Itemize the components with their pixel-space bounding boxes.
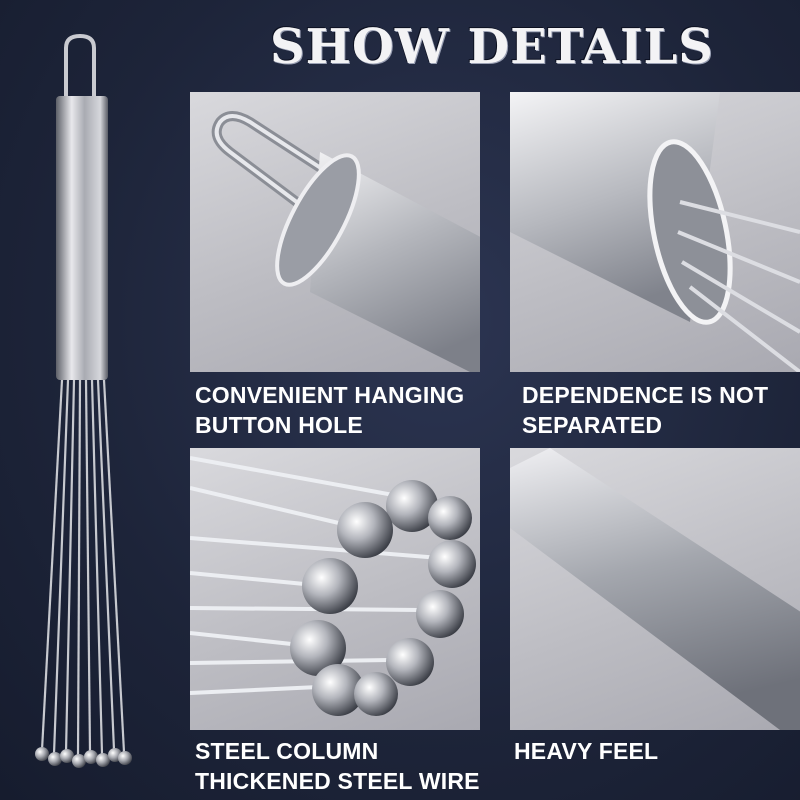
caption-hanging-hole: CONVENIENT HANGING BUTTON HOLE	[195, 380, 464, 440]
detail-panel-steel-balls	[190, 448, 480, 730]
whisk-product-image	[28, 30, 148, 780]
page-title: SHOW DETAILS	[270, 19, 714, 75]
detail-panel-hanging-hole	[190, 92, 480, 372]
caption-line: HEAVY FEEL	[514, 738, 659, 764]
detail-panel-joint	[510, 92, 800, 372]
detail-panel-handle	[510, 448, 800, 730]
caption-joint: DEPENDENCE IS NOT SEPARATED	[522, 380, 768, 440]
caption-line: BUTTON HOLE	[195, 412, 363, 438]
caption-line: STEEL COLUMN	[195, 738, 379, 764]
caption-steel-balls: STEEL COLUMN THICKENED STEEL WIRE	[195, 736, 480, 796]
caption-line: THICKENED STEEL WIRE	[195, 768, 480, 794]
caption-line: DEPENDENCE IS NOT	[522, 382, 769, 408]
caption-line: CONVENIENT HANGING	[195, 382, 465, 408]
caption-handle: HEAVY FEEL	[514, 736, 658, 766]
caption-line: SEPARATED	[522, 412, 663, 438]
